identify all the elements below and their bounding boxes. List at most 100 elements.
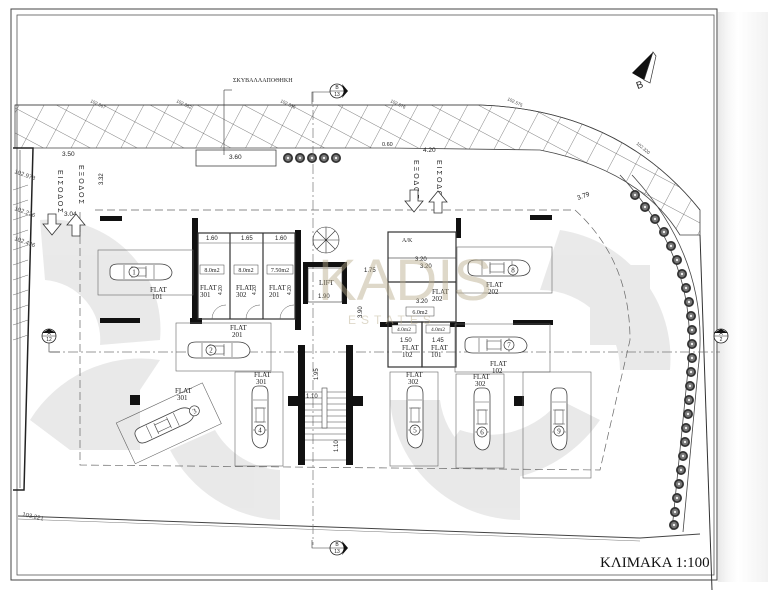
arrow-down-icon <box>404 189 424 213</box>
spiral-stair <box>312 226 340 254</box>
storage-room-301: 8.0m2 FLAT 301 4.20 <box>199 264 225 299</box>
svg-text:302: 302 <box>475 380 486 388</box>
svg-text:3.90: 3.90 <box>358 306 364 318</box>
inner-frame <box>16 14 715 576</box>
parking-bay-2[interactable]: 2 FLAT 201 <box>175 322 272 372</box>
svg-text:FLAT: FLAT <box>402 344 419 352</box>
svg-text:4.0m2: 4.0m2 <box>397 327 411 333</box>
tree-cluster <box>283 153 341 163</box>
section-marker-b13-bottom: B 13 <box>311 540 348 556</box>
outer-frame <box>10 8 718 581</box>
svg-text:12: 12 <box>46 337 52 343</box>
parking-bay-7[interactable]: 7 FLAT 102 <box>454 323 551 375</box>
watermark-brand: KADIS <box>318 248 492 313</box>
svg-text:B: B <box>335 542 339 548</box>
svg-text:1: 1 <box>132 269 136 277</box>
storage-room-201: 7.50m2 FLAT 201 4.20 <box>266 264 294 299</box>
staircase <box>305 387 346 461</box>
storage-room-202: 6.0m2 FLAT 202 <box>405 288 449 317</box>
parking-bay-3[interactable]: 3 <box>115 382 222 465</box>
svg-text:FLAT: FLAT <box>254 371 271 379</box>
svg-text:LIFT: LIFT <box>319 279 335 287</box>
svg-text:6: 6 <box>480 429 484 437</box>
parking-bay-6[interactable]: 6 FLAT 302 <box>455 373 505 469</box>
svg-text:302: 302 <box>236 291 247 299</box>
svg-text:3.20: 3.20 <box>420 264 432 270</box>
parking-bay-8[interactable]: 8 FLAT 202 <box>456 246 553 296</box>
pavement <box>14 104 701 236</box>
svg-text:302: 302 <box>408 378 419 386</box>
svg-text:6.0m2: 6.0m2 <box>412 310 427 316</box>
svg-text:2: 2 <box>209 347 213 355</box>
svg-text:ΕΞΟΔΟΣ: ΕΞΟΔΟΣ <box>77 165 84 206</box>
parking-bay-9[interactable]: 9 <box>522 371 592 479</box>
svg-text:ΕΙΣΟΔΟΣ: ΕΙΣΟΔΟΣ <box>435 160 442 205</box>
svg-text:1.65: 1.65 <box>241 236 253 242</box>
svg-text:FLAT: FLAT <box>200 284 217 292</box>
svg-text:102.967: 102.967 <box>90 98 107 110</box>
svg-text:4.20: 4.20 <box>218 285 224 295</box>
svg-text:202: 202 <box>432 295 443 303</box>
svg-text:13: 13 <box>334 549 340 555</box>
svg-text:103.221: 103.221 <box>22 512 45 523</box>
svg-text:301: 301 <box>200 291 211 299</box>
svg-text:A: A <box>719 331 723 337</box>
svg-text:201: 201 <box>269 291 280 299</box>
parking-bay-5[interactable]: 5 FLAT 302 <box>389 371 439 467</box>
storage-cells-left <box>197 232 296 320</box>
north-label: Β <box>635 79 645 92</box>
svg-text:FLAT: FLAT <box>490 360 507 368</box>
svg-text:FLAT: FLAT <box>269 284 286 292</box>
svg-text:4: 4 <box>258 427 262 435</box>
svg-text:101: 101 <box>152 293 163 301</box>
left-entrance: ΕΙΣΟΔΟΣ ΕΞΟΔΟΣ <box>42 165 86 237</box>
svg-text:3.20: 3.20 <box>415 257 427 263</box>
svg-text:3.32: 3.32 <box>99 173 105 185</box>
tree-row <box>619 174 701 533</box>
svg-text:1.50: 1.50 <box>400 338 412 344</box>
storage-cells-right <box>387 231 457 368</box>
left-boundary <box>12 147 34 491</box>
svg-text:1.10: 1.10 <box>334 440 340 452</box>
parking-bay-4[interactable]: 4 FLAT 301 <box>234 371 284 467</box>
svg-text:1.10: 1.10 <box>306 394 318 400</box>
svg-text:1.95: 1.95 <box>314 368 320 380</box>
svg-text:301: 301 <box>256 378 267 386</box>
svg-text:102: 102 <box>492 367 503 375</box>
svg-text:A: A <box>47 331 51 337</box>
svg-text:102.882: 102.882 <box>176 98 193 110</box>
svg-text:FLAT: FLAT <box>236 284 253 292</box>
north-arrow-icon: Β <box>632 51 657 92</box>
svg-text:4.20: 4.20 <box>423 147 436 154</box>
storage-room-102: 4.0m2 FLAT 102 <box>391 324 419 359</box>
waste-storage-label: ΣΚΥΒΑΛΛΑΠΟΘΗΚΗ <box>233 78 293 84</box>
dimension-labels: 3.50 3.32 3.04 3.60 4.20 0.60 3.79 1.60 … <box>62 142 591 452</box>
section-marker-b13-top: B 13 <box>311 83 348 104</box>
parking-bay-1[interactable]: 1 FLAT 101 <box>97 249 194 301</box>
top-entrance: ΕΞΟΔΟΣ ΕΙΣΟΔΟΣ <box>404 160 448 214</box>
svg-text:7.50m2: 7.50m2 <box>271 268 289 274</box>
storage-room-101: 4.0m2 FLAT 101 <box>425 324 451 359</box>
svg-text:B: B <box>335 85 339 91</box>
lift: LIFT 1.90 <box>307 267 343 303</box>
svg-text:5: 5 <box>413 427 417 435</box>
svg-text:4.20: 4.20 <box>252 285 258 295</box>
arrow-up-icon <box>428 190 448 214</box>
svg-text:102.575: 102.575 <box>507 96 524 108</box>
svg-text:102: 102 <box>402 351 413 359</box>
arrow-up-icon <box>66 213 86 237</box>
svg-text:0.60: 0.60 <box>382 142 393 148</box>
section-marker-a2-right: A 2 <box>713 328 729 344</box>
svg-text:1.90: 1.90 <box>318 294 330 300</box>
svg-text:102.676: 102.676 <box>390 98 407 110</box>
bottom-boundary <box>17 515 701 539</box>
svg-text:8.0m2: 8.0m2 <box>238 268 253 274</box>
scale-label: ΚΛΙΜΑΚΑ 1:100 <box>600 555 710 571</box>
parking-3-flat: FLAT <box>175 387 192 395</box>
mech-room-label: Α/Κ <box>402 238 413 244</box>
core-walls <box>100 215 553 465</box>
section-marker-a12-left: A 12 <box>41 328 60 353</box>
arrow-down-icon <box>42 213 62 236</box>
svg-text:FLAT: FLAT <box>432 288 449 296</box>
